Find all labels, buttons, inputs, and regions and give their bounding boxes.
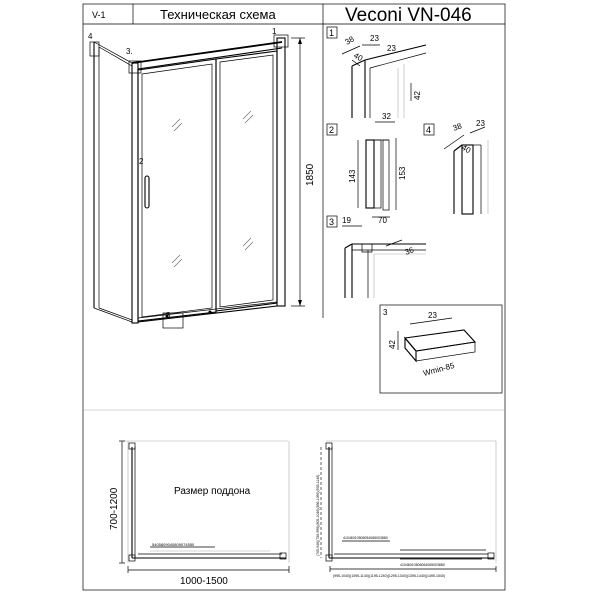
detail-2-dim-a: 32 [382, 112, 391, 121]
sheet-title: Техническая схема [160, 7, 276, 22]
callout-box-4 [89, 41, 100, 57]
version-label: V-1 [92, 10, 106, 20]
detail-1-dim-c: 23 [387, 44, 396, 53]
callout-4: 4 [88, 32, 93, 41]
detail-1-number: 1 [329, 28, 334, 38]
detail-3-dim-b: 36 [404, 245, 416, 257]
detail-2: 2 32 143 153 70 [326, 112, 407, 225]
detail-1: 1 38 23 23 40 42 [326, 26, 427, 118]
detail-1-dim-b: 23 [370, 34, 379, 43]
detail-4-dim-b: 23 [476, 119, 485, 128]
title-block: V-1 Техническая схема Veconi VN-046 [83, 4, 505, 26]
callout-2: 2 [139, 157, 144, 166]
door-scale: 5405809040809074550 [152, 542, 195, 547]
detail-5-dim-c: Wmin-85 [422, 361, 456, 378]
detail-2-dim-c: 153 [398, 166, 407, 180]
detail-3: 3 19 36 [326, 215, 426, 298]
tray-label: Размер поддона [174, 486, 251, 497]
detail-4-number: 4 [426, 125, 431, 135]
detail-5-dim-b: 42 [388, 340, 397, 349]
callout-box-3-top [128, 60, 142, 74]
detail-3-number: 3 [329, 217, 334, 227]
callout-box-3-bottom [162, 312, 184, 329]
detail-5-number: 3 [383, 308, 388, 317]
detail-3-dim-a: 19 [342, 216, 351, 225]
plan-right-bottom-scale: 41046010506064065003880 [400, 563, 445, 567]
detail-5: 3 23 42 Wmin-85 [379, 304, 503, 394]
detail-2-number: 2 [329, 125, 334, 135]
plan-view-left: Размер поддона 5405809040809074550 700-1… [109, 440, 290, 587]
plan-right-bottom-ranges: (995-1040)(1095-1140)(1195-1240)(1295-13… [333, 574, 445, 578]
callout-1: 1 [272, 27, 277, 36]
plan-right-side-scale: (705-946)(756-996)(805-1046)(856-1096)(9… [316, 475, 320, 556]
width-label: 1000-1500 [180, 576, 228, 587]
callout-3: 3 [166, 311, 171, 320]
detail-2-dim-b: 143 [348, 169, 357, 183]
detail-1-dim-e: 42 [413, 91, 422, 100]
model-name: Veconi VN-046 [345, 5, 472, 26]
depth-label: 700-1200 [109, 487, 120, 530]
detail-4: 4 38 23 40 [423, 119, 489, 215]
plan-right-top-scale: 41046010506054065003880 [343, 536, 388, 540]
detail-1-dim-a: 38 [344, 34, 357, 47]
detail-5-dim-a: 23 [428, 311, 437, 320]
callout-3-top: 3. [126, 47, 133, 56]
callout-box-1 [273, 34, 289, 48]
detail-4-dim-a: 38 [452, 121, 464, 133]
page-frame [82, 3, 506, 591]
height-label: 1850 [305, 163, 316, 186]
plan-view-right: 41046010506054065003880 4104601050606406… [316, 440, 497, 578]
detail-2-dim-d: 70 [378, 216, 387, 225]
front-view: 1 2 3 4 3. 1850 [88, 27, 316, 329]
